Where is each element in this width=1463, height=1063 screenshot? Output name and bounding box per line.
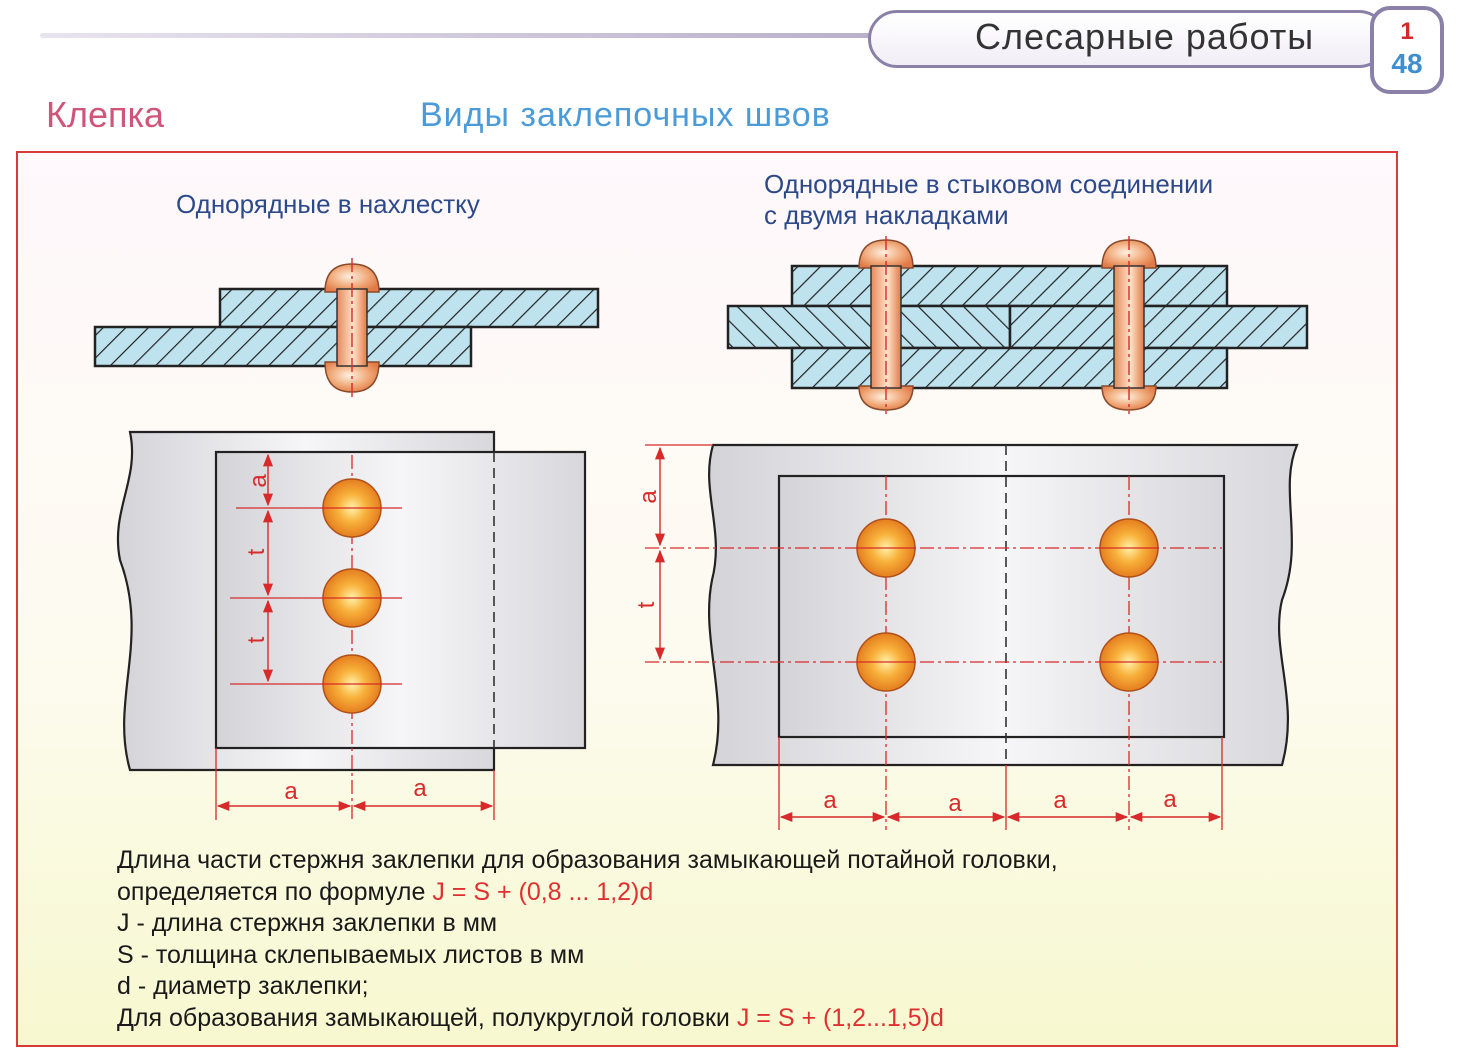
formula-line-6: Для образования замыкающей, полукруглой … <box>117 1003 944 1032</box>
page-number: 48 <box>1391 48 1423 79</box>
formula-round-head: J = S + (1,2...1,5)d <box>736 1003 944 1032</box>
butt-joint-caption-line2: с двумя накладками <box>764 200 1009 230</box>
header-title: Слесарные работы <box>975 16 1315 57</box>
butt-left-plate <box>726 304 1012 350</box>
formula-line-4: S - толщина склепываемых листов в мм <box>117 940 585 969</box>
butt-label-a-vertical: a <box>635 490 662 504</box>
section-title: Клепка <box>46 94 165 135</box>
page-subtitle: Виды заклепочных швов <box>420 96 831 134</box>
lap-joint-plan: a t t a a <box>116 430 587 820</box>
page-badge <box>1370 6 1444 94</box>
formula-line-5: d - диаметр заклепки; <box>117 972 369 1000</box>
butt-joint-caption-line1: Однорядные в стыковом соединении <box>764 169 1214 199</box>
butt-right-plate <box>1008 304 1309 350</box>
lap-joint-caption: Однорядные в нахлестку <box>176 189 480 219</box>
formula-line-1: Длина части стержня заклепки для образов… <box>117 846 1058 874</box>
butt-label-a3: a <box>1053 787 1067 814</box>
formula-line-2: определяется по формуле J = S + (0,8 ...… <box>117 877 654 906</box>
header-tab <box>868 10 1388 68</box>
lap-top-plate <box>218 287 600 329</box>
butt-top-strap <box>790 264 1229 308</box>
butt-label-t: t <box>633 601 660 608</box>
lap-label-t2: t <box>243 636 270 643</box>
butt-plan-strap <box>777 474 1226 739</box>
section-number: 1 <box>1400 18 1414 45</box>
formula-block: Длина части стержня заклепки для образов… <box>117 845 1058 1034</box>
butt-label-a4: a <box>1163 786 1177 813</box>
header-rule <box>40 33 870 38</box>
lap-bottom-plate <box>93 325 473 368</box>
lap-label-t1: t <box>243 548 270 555</box>
lap-label-a-vertical: a <box>245 474 272 488</box>
formula-countersunk: J = S + (0,8 ... 1,2)d <box>432 877 654 906</box>
lap-label-a1: a <box>284 778 298 805</box>
formula-line-3: J - длина стержня заклепки в мм <box>117 909 498 937</box>
butt-bottom-strap <box>790 346 1229 390</box>
butt-joint-section <box>726 236 1309 414</box>
butt-joint-plan: a t a a a a <box>633 443 1299 830</box>
butt-label-a2: a <box>948 790 962 817</box>
lap-plan-top-plate <box>214 450 587 750</box>
lap-label-a2: a <box>413 775 427 802</box>
butt-label-a1: a <box>823 787 837 814</box>
lap-joint-section <box>93 258 600 400</box>
